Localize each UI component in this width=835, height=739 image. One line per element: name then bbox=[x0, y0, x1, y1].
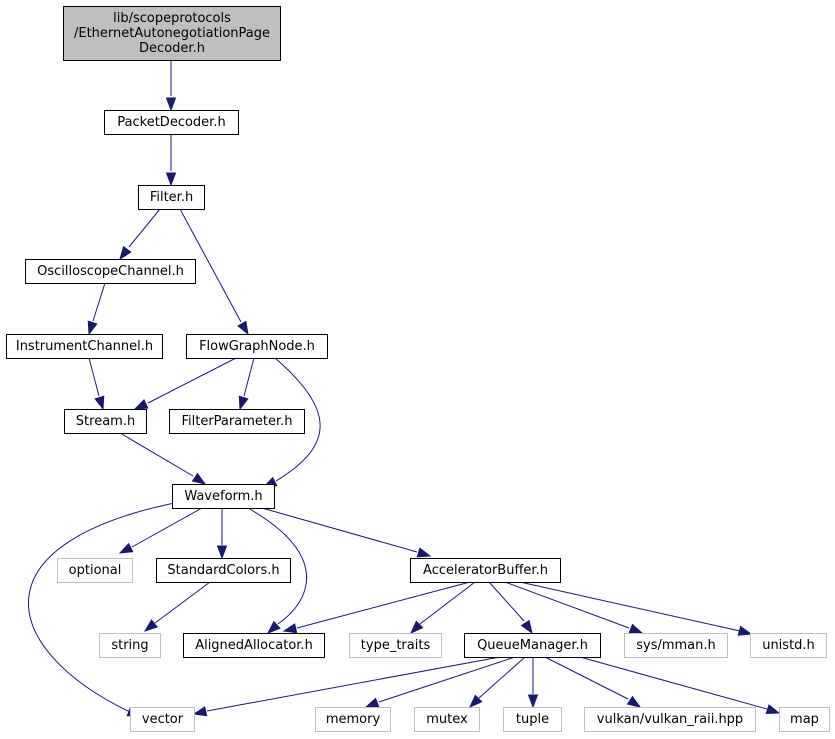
node-label: Stream.h bbox=[76, 414, 135, 429]
node-label: unistd.h bbox=[762, 638, 815, 653]
node-label: sys/mman.h bbox=[636, 638, 716, 653]
edge-waveform-to-vector bbox=[28, 499, 191, 717]
edge-flowgraphnode-to-filterparameter bbox=[238, 357, 255, 411]
node-filterparameter[interactable]: FilterParameter.h bbox=[169, 409, 305, 434]
edge-waveform-to-alignedallocator bbox=[247, 507, 307, 634]
node-alignedallocator[interactable]: AlignedAllocator.h bbox=[183, 633, 325, 658]
node-label: InstrumentChannel.h bbox=[16, 339, 153, 354]
node-filter[interactable]: Filter.h bbox=[138, 185, 205, 210]
node-label: tuple bbox=[516, 712, 549, 727]
node-label: mutex bbox=[426, 712, 468, 727]
node-label: AcceleratorBuffer.h bbox=[423, 563, 548, 578]
node-type_traits: type_traits bbox=[349, 633, 442, 658]
node-stream[interactable]: Stream.h bbox=[64, 409, 147, 434]
node-vulkan: vulkan/vulkan_raii.hpp bbox=[584, 707, 756, 732]
node-packetdecoder[interactable]: PacketDecoder.h bbox=[104, 110, 239, 135]
node-queuemanager[interactable]: QueueManager.h bbox=[464, 633, 601, 658]
node-label: vulkan/vulkan_raii.hpp bbox=[597, 712, 743, 727]
node-label: StandardColors.h bbox=[167, 563, 279, 578]
node-label: map bbox=[790, 712, 819, 727]
node-label: vector bbox=[142, 712, 184, 727]
node-label: Waveform.h bbox=[184, 489, 262, 504]
node-map: map bbox=[779, 707, 830, 732]
node-label: type_traits bbox=[361, 638, 431, 653]
node-label: QueueManager.h bbox=[477, 638, 588, 653]
node-optional: optional bbox=[57, 558, 133, 583]
edge-queuemanager-to-vector bbox=[192, 656, 501, 717]
edge-stream-to-waveform bbox=[119, 432, 207, 485]
node-waveform[interactable]: Waveform.h bbox=[172, 484, 275, 509]
node-label: Filter.h bbox=[150, 190, 193, 205]
edge-waveform-to-optional bbox=[118, 507, 203, 554]
node-label: FilterParameter.h bbox=[181, 414, 292, 429]
node-label: /EthernetAutonegotiationPage bbox=[74, 26, 270, 41]
edge-acceleratorbuffer-to-sysmman bbox=[504, 581, 644, 634]
edge-acceleratorbuffer-to-type_traits bbox=[409, 581, 476, 635]
edge-filter-to-oscilloscopechannel bbox=[119, 208, 161, 261]
node-label: Decoder.h bbox=[139, 41, 205, 56]
edge-queuemanager-to-memory bbox=[364, 656, 516, 708]
node-vector: vector bbox=[130, 707, 195, 732]
edges-layer bbox=[28, 60, 781, 717]
edge-acceleratorbuffer-to-alignedallocator bbox=[282, 581, 471, 634]
node-sysmman: sys/mman.h bbox=[624, 633, 728, 658]
node-flowgraphnode[interactable]: FlowGraphNode.h bbox=[186, 334, 328, 359]
edge-queuemanager-to-mutex bbox=[468, 656, 526, 709]
node-label: optional bbox=[69, 563, 122, 578]
node-unistd: unistd.h bbox=[750, 633, 827, 658]
node-tuple: tuple bbox=[503, 707, 562, 732]
node-label: string bbox=[111, 638, 148, 653]
node-string: string bbox=[99, 633, 161, 658]
node-instrumentchannel[interactable]: InstrumentChannel.h bbox=[6, 334, 163, 359]
edge-root-to-packetdecoder bbox=[165, 60, 177, 112]
node-label: memory bbox=[326, 712, 381, 727]
node-root[interactable]: lib/scopeprotocols/EthernetAutonegotiati… bbox=[63, 6, 281, 61]
node-label: lib/scopeprotocols bbox=[113, 11, 231, 26]
edge-queuemanager-to-tuple bbox=[527, 657, 539, 709]
node-memory: memory bbox=[315, 707, 391, 732]
edge-oscilloscopechannel-to-instrumentchannel bbox=[87, 282, 106, 336]
edge-instrumentchannel-to-stream bbox=[88, 357, 105, 411]
edge-queuemanager-to-vulkan bbox=[544, 656, 642, 708]
edge-flowgraphnode-to-stream bbox=[133, 357, 237, 410]
edge-acceleratorbuffer-to-unistd bbox=[519, 581, 753, 636]
node-standardcolors[interactable]: StandardColors.h bbox=[156, 558, 291, 583]
edge-queuemanager-to-map bbox=[579, 656, 781, 715]
node-label: AlignedAllocator.h bbox=[195, 638, 313, 653]
edge-filter-to-flowgraphnode bbox=[179, 208, 249, 336]
edge-waveform-to-standardcolors bbox=[216, 508, 228, 560]
node-label: PacketDecoder.h bbox=[117, 115, 225, 130]
edge-waveform-to-acceleratorbuffer bbox=[261, 507, 432, 558]
node-label: OscilloscopeChannel.h bbox=[37, 264, 184, 279]
node-mutex: mutex bbox=[414, 707, 480, 732]
nodes-layer: lib/scopeprotocols/EthernetAutonegotiati… bbox=[6, 6, 830, 732]
edge-acceleratorbuffer-to-queuemanager bbox=[488, 581, 533, 635]
edge-packetdecoder-to-filter bbox=[165, 134, 177, 187]
node-label: FlowGraphNode.h bbox=[199, 339, 315, 354]
node-acceleratorbuffer[interactable]: AcceleratorBuffer.h bbox=[410, 558, 561, 583]
edge-standardcolors-to-string bbox=[143, 581, 211, 632]
node-oscilloscopechannel[interactable]: OscilloscopeChannel.h bbox=[25, 259, 196, 284]
